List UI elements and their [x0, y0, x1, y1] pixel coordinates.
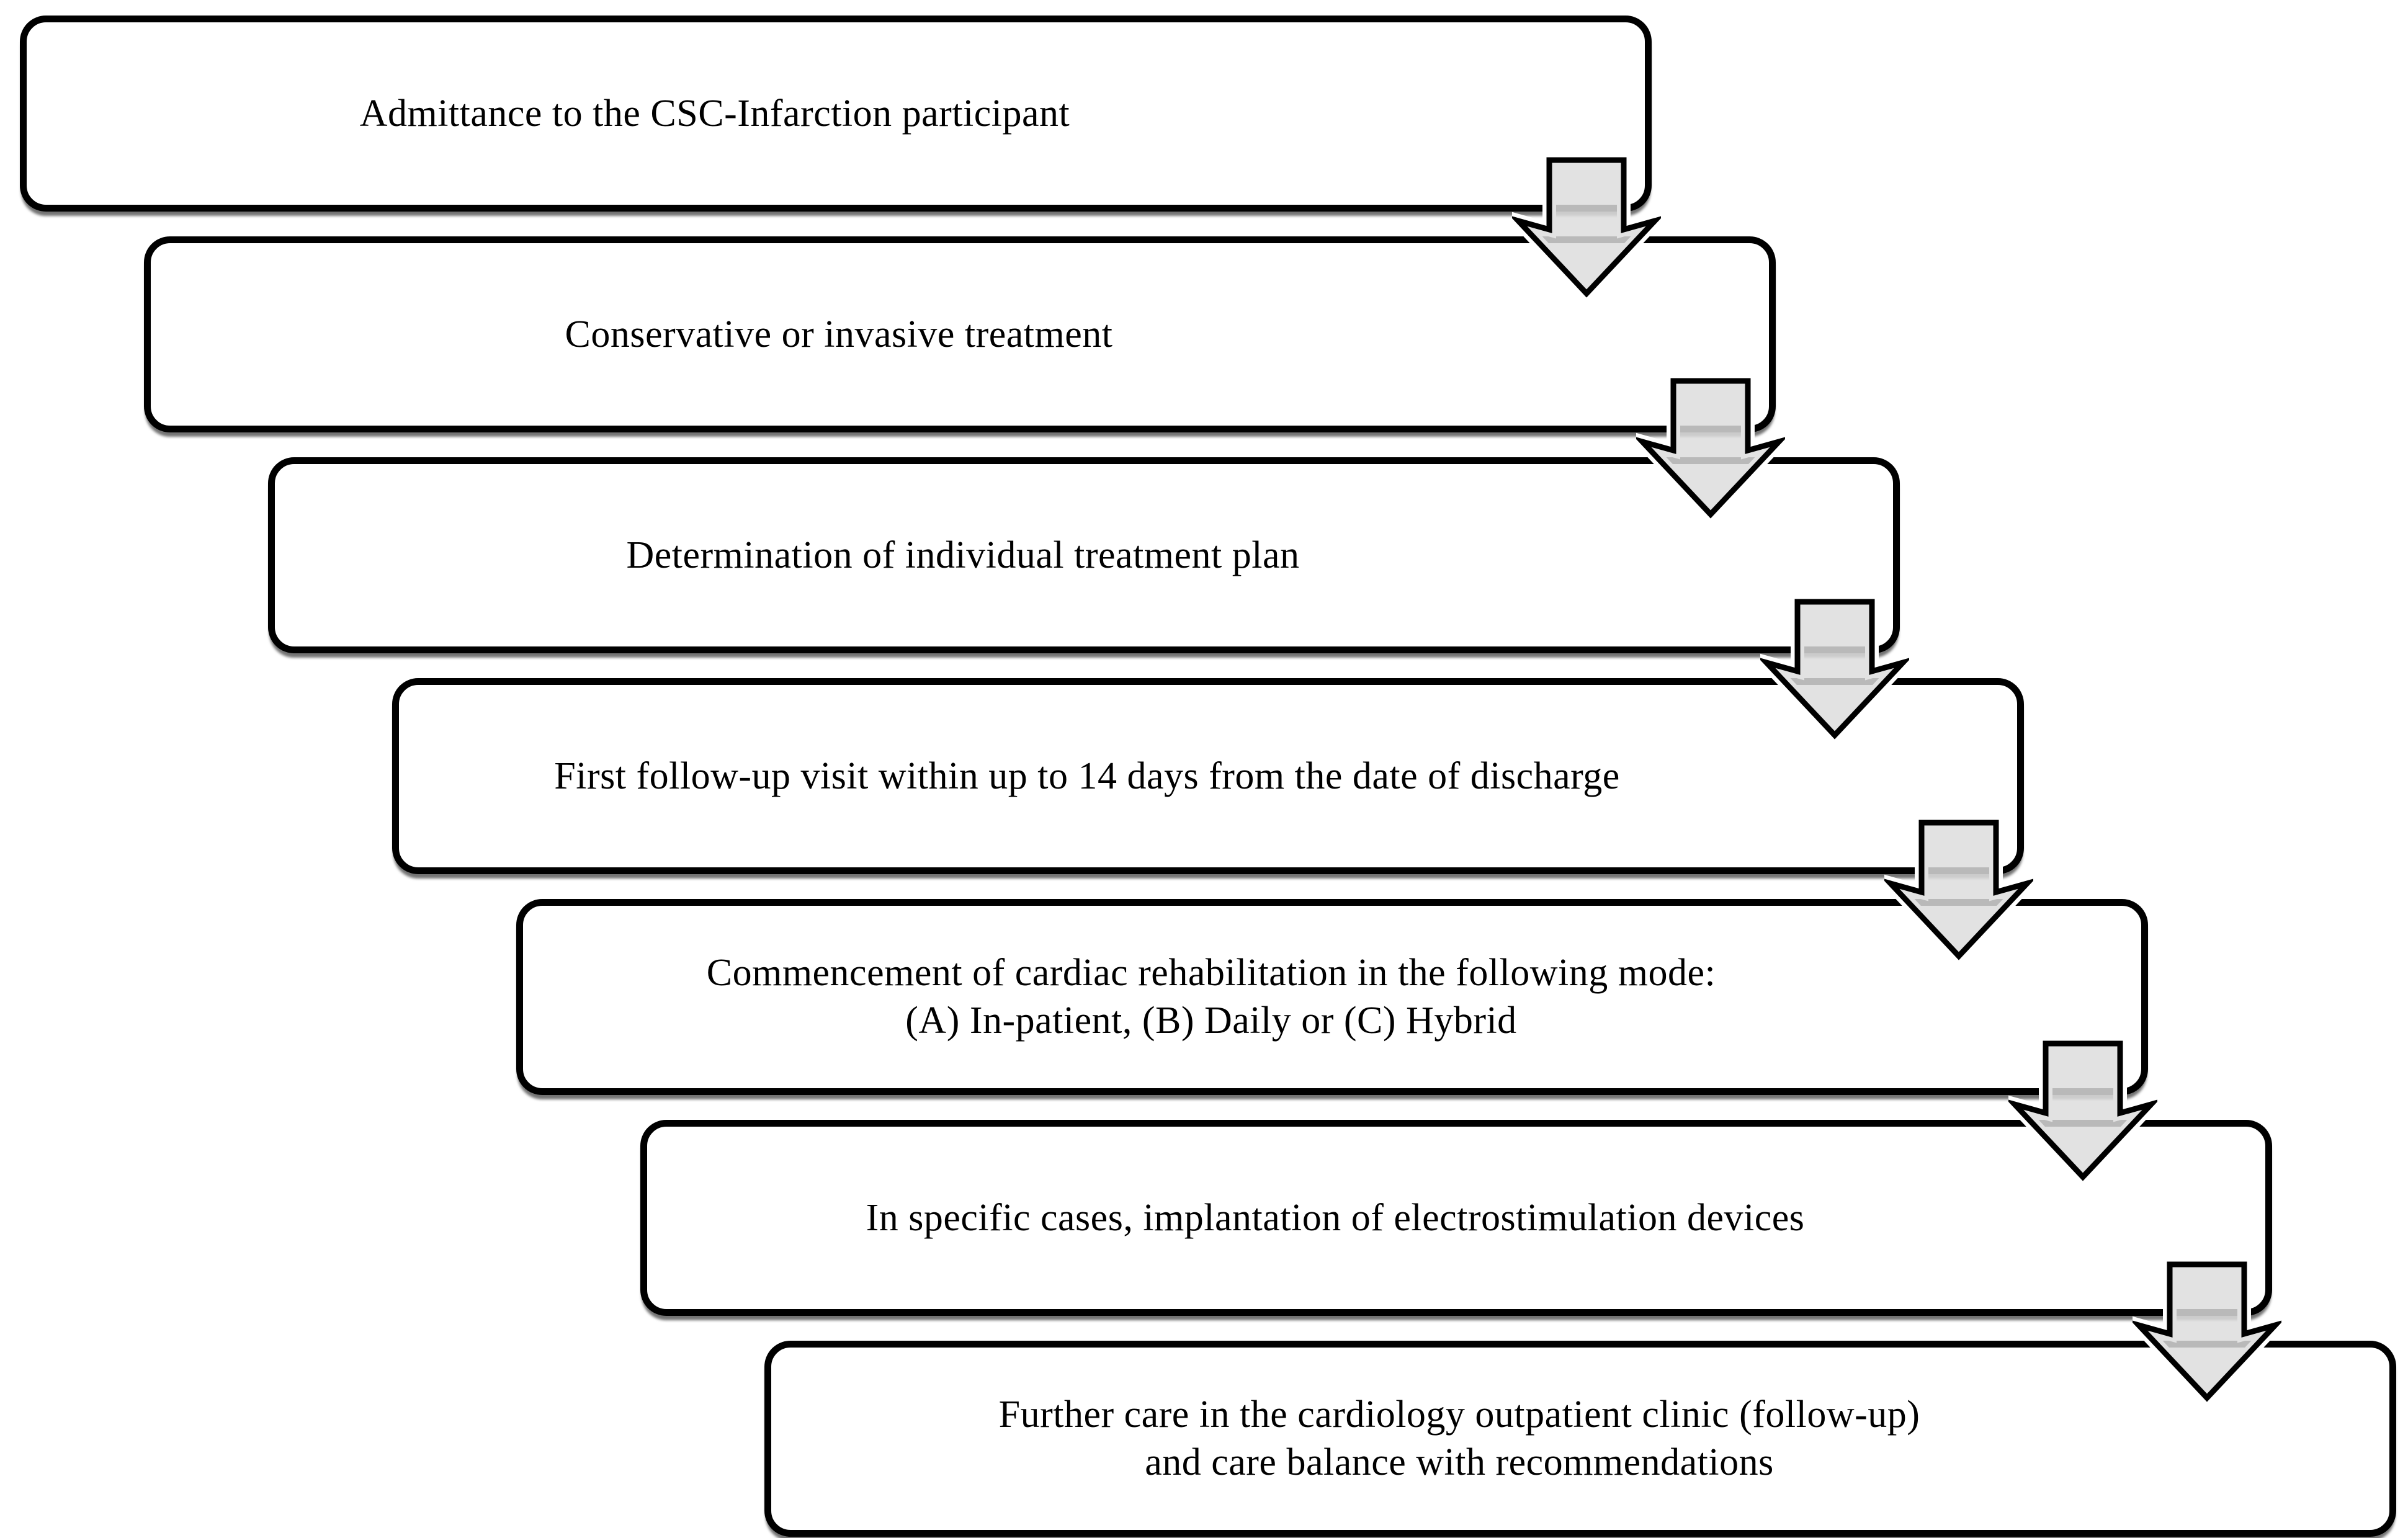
flow-step-3-label: Determination of individual treatment pl… [626, 534, 1300, 576]
flow-step-5-label: Commencement of cardiac rehabilitation i… [706, 952, 1716, 1042]
flow-step-4-label: First follow-up visit within up to 14 da… [554, 754, 1620, 797]
flow-step-1: Admittance to the CSC-Infarction partici… [20, 16, 1652, 212]
down-arrow-icon [1636, 375, 1785, 521]
flow-step-7-label: Further care in the cardiology outpatien… [998, 1393, 1920, 1483]
flow-step-5: Commencement of cardiac rehabilitation i… [516, 899, 2148, 1095]
flow-step-6-label: In specific cases, implantation of elect… [866, 1196, 1805, 1239]
down-arrow-icon [2008, 1037, 2157, 1183]
down-arrow-icon [2133, 1258, 2281, 1404]
flow-step-4: First follow-up visit within up to 14 da… [392, 678, 2024, 874]
down-arrow-icon [1760, 596, 1909, 741]
flow-step-7: Further care in the cardiology outpatien… [764, 1341, 2396, 1537]
flow-step-3: Determination of individual treatment pl… [268, 457, 1900, 653]
flow-step-2-label: Conservative or invasive treatment [565, 313, 1113, 355]
down-arrow-icon [1512, 154, 1661, 300]
flow-step-6: In specific cases, implantation of elect… [640, 1120, 2272, 1316]
flow-step-1-label: Admittance to the CSC-Infarction partici… [359, 92, 1070, 135]
flow-step-2: Conservative or invasive treatment [144, 236, 1776, 432]
down-arrow-icon [1884, 816, 2033, 962]
